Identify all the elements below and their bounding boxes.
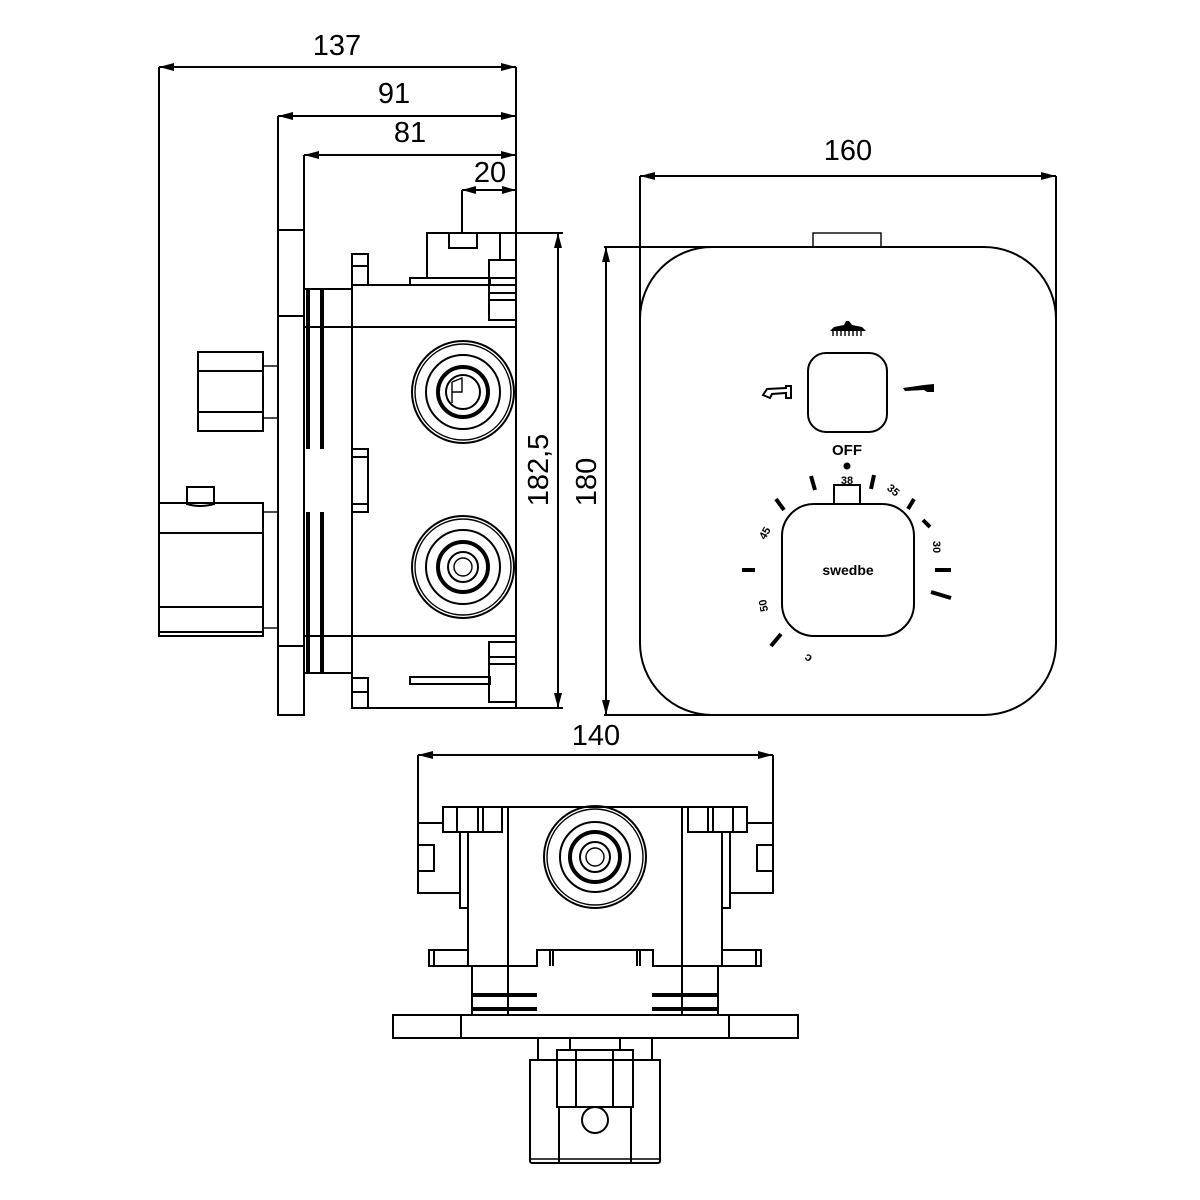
side-valve-body <box>351 232 517 709</box>
side-diverter-handle <box>197 351 278 432</box>
diverter-knob[interactable] <box>807 352 888 433</box>
top-valve-body <box>428 805 762 1015</box>
dimension-180: 180 <box>571 246 712 716</box>
scale-tick <box>906 497 916 511</box>
side-temperature-handle <box>158 486 278 637</box>
dimension-137: 137 <box>158 30 517 636</box>
dimension-label-160: 160 <box>824 135 872 167</box>
scale-label-30: 30 <box>930 541 942 553</box>
side-seal-strips <box>304 288 352 674</box>
dimension-label-182-5: 182,5 <box>523 434 555 507</box>
dimension-140: 140 <box>417 720 774 823</box>
hand-shower-icon <box>903 384 934 392</box>
scale-tick <box>930 590 952 600</box>
off-label: OFF <box>832 442 862 459</box>
dimension-20: 20 <box>461 157 516 233</box>
top-handle <box>529 1038 661 1164</box>
temperature-set-stop <box>833 484 861 505</box>
brand-label: swedbe <box>822 562 874 578</box>
top-left-clip <box>417 806 503 909</box>
top-handle-screw <box>581 1106 609 1134</box>
side-cover-plate <box>277 229 305 716</box>
dimension-label-81: 81 <box>394 117 426 149</box>
top-seal-strips <box>471 993 718 1011</box>
side-upper-port <box>411 340 515 444</box>
scale-label-38: 38 <box>841 475 853 487</box>
dimension-91: 91 <box>277 78 516 250</box>
shower-head-icon <box>830 321 866 336</box>
scale-label-35: 35 <box>884 482 901 499</box>
temperature-scale-ticks <box>742 474 952 648</box>
bath-spout-icon <box>761 385 792 400</box>
top-view <box>392 805 799 1164</box>
top-right-clip <box>687 806 774 909</box>
off-indicator-dot <box>843 462 851 470</box>
dimension-label-140: 140 <box>572 720 620 752</box>
dimension-182-5: 182,5 <box>516 232 563 709</box>
dimension-81: 81 <box>303 117 516 250</box>
dimension-160: 160 <box>639 135 1057 320</box>
side-lower-port <box>411 515 515 619</box>
scale-tick <box>921 518 932 529</box>
scale-label-50: 50 <box>757 598 771 612</box>
scale-label-45: 45 <box>757 525 774 542</box>
scale-tick <box>809 475 817 491</box>
front-top-tab <box>812 232 882 248</box>
scale-tick <box>769 632 783 648</box>
dimension-label-91: 91 <box>378 78 410 110</box>
scale-tick <box>774 497 786 512</box>
scale-label-cold: c <box>801 651 814 667</box>
dimension-label-180: 180 <box>571 458 603 506</box>
dimension-label-137: 137 <box>313 30 361 62</box>
scale-tick <box>869 474 876 490</box>
dimension-label-20: 20 <box>474 157 506 189</box>
top-cover-plate <box>392 1014 799 1039</box>
side-view <box>158 229 517 716</box>
front-view: OFF 38 35 30 45 50 c swedbe <box>639 232 1057 716</box>
top-port <box>543 805 647 909</box>
